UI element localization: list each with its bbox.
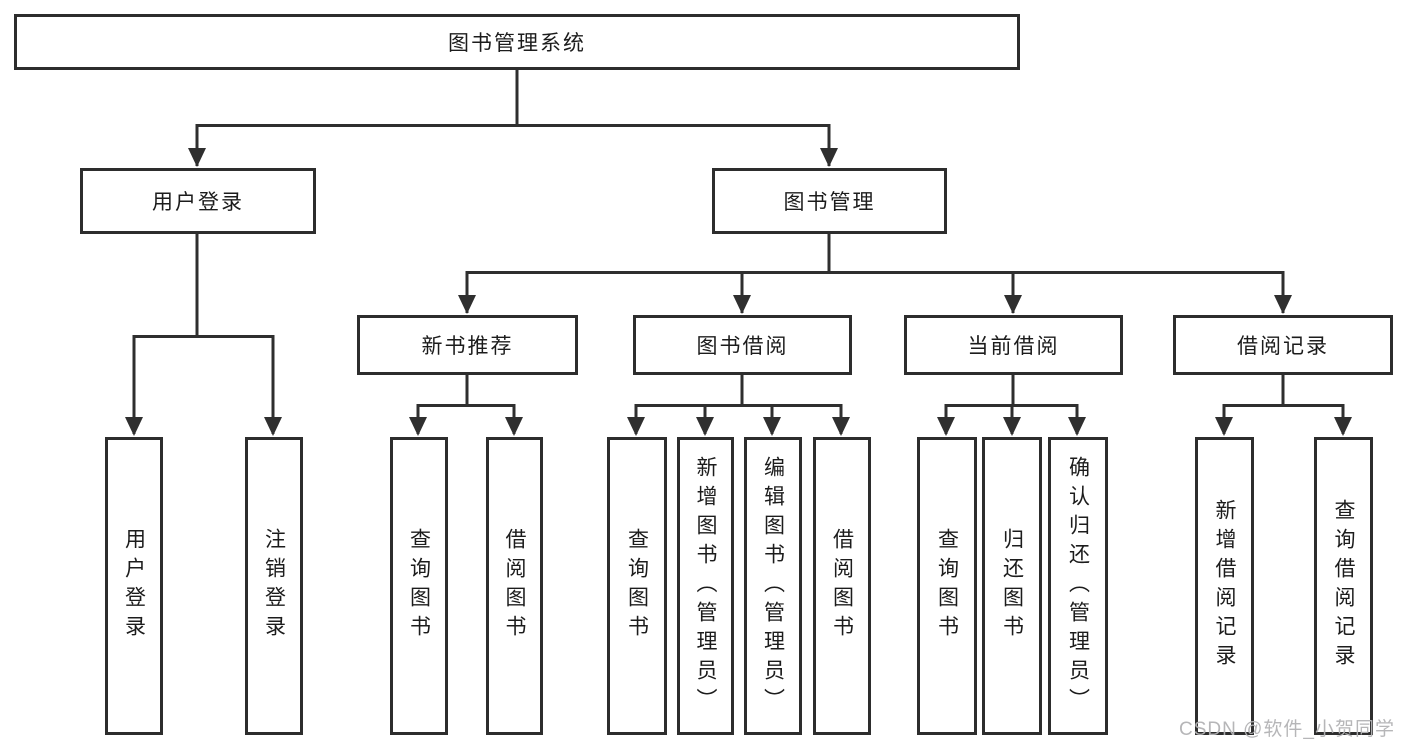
- leaf-query-books-2: 查询图书: [607, 437, 667, 735]
- leaf-add-borrow-record: 新增借阅记录: [1195, 437, 1254, 735]
- leaf-query-books-3: 查询图书: [917, 437, 977, 735]
- node-book-management: 图书管理: [712, 168, 947, 234]
- leaf-borrow-books-1: 借阅图书: [486, 437, 543, 735]
- node-user-login: 用户登录: [80, 168, 316, 234]
- leaf-query-borrow-record: 查询借阅记录: [1314, 437, 1373, 735]
- csdn-watermark: CSDN @软件_小贺同学: [1179, 719, 1395, 740]
- node-root: 图书管理系统: [14, 14, 1020, 70]
- leaf-borrow-books-2: 借阅图书: [813, 437, 871, 735]
- leaf-query-books-1: 查询图书: [390, 437, 448, 735]
- leaf-confirm-return-admin: 确认归还（管理员）: [1048, 437, 1108, 735]
- leaf-return-book: 归还图书: [982, 437, 1042, 735]
- leaf-user-login: 用户登录: [105, 437, 163, 735]
- node-borrowing-records: 借阅记录: [1173, 315, 1393, 375]
- node-new-book-recommend: 新书推荐: [357, 315, 578, 375]
- leaf-add-book-admin: 新增图书（管理员）: [677, 437, 734, 735]
- arrowheads: [125, 148, 1352, 436]
- leaf-edit-book-admin: 编辑图书（管理员）: [744, 437, 802, 735]
- node-book-borrowing: 图书借阅: [633, 315, 852, 375]
- node-current-borrowing: 当前借阅: [904, 315, 1123, 375]
- leaf-logout: 注销登录: [245, 437, 303, 735]
